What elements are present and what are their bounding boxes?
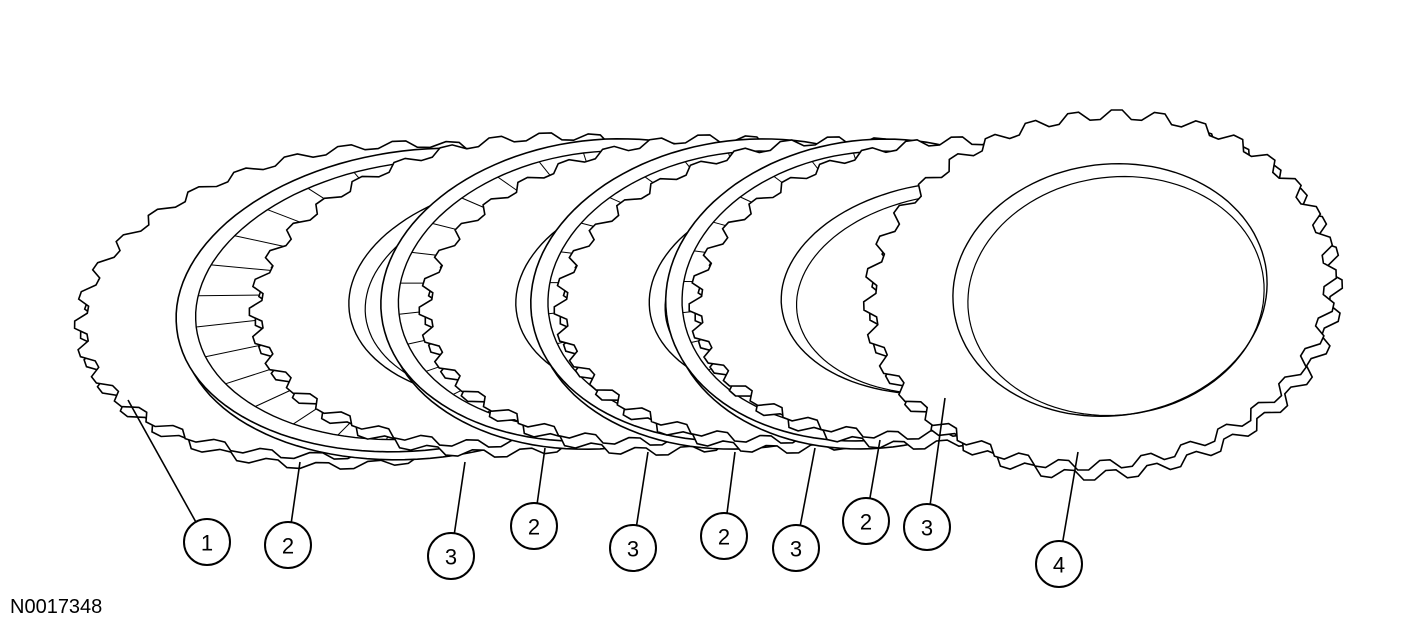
callout-9: 3 — [903, 503, 951, 551]
callout-circle — [903, 503, 951, 551]
callout-5: 3 — [609, 524, 657, 572]
callout-markers: 1 2 3 2 3 2 3 2 3 4 — [183, 497, 1083, 588]
callout-leader-5 — [635, 451, 649, 526]
callout-number: 4 — [1053, 553, 1065, 578]
callout-circle — [264, 521, 312, 569]
callout-6: 2 — [700, 512, 748, 560]
callout-number: 3 — [921, 516, 933, 541]
callout-1: 1 — [183, 518, 231, 566]
callout-leader-7 — [799, 447, 816, 526]
callout-7: 3 — [772, 524, 820, 572]
callout-10: 4 — [1035, 540, 1083, 588]
callout-number: 3 — [445, 545, 457, 570]
callout-number: 3 — [790, 537, 802, 562]
callout-leader-1 — [127, 399, 197, 523]
callout-number: 2 — [528, 515, 540, 540]
plate-4-pressure-plate — [862, 109, 1344, 481]
callout-circle — [609, 524, 657, 572]
callout-leader-2 — [290, 461, 301, 523]
callout-number: 2 — [718, 525, 730, 550]
clutch-plates — [73, 109, 1344, 481]
callout-circle — [1035, 540, 1083, 588]
callout-leader-10 — [1062, 451, 1079, 542]
callout-number: 2 — [860, 510, 872, 535]
callout-circle — [183, 518, 231, 566]
callout-leader-3 — [453, 461, 466, 534]
callout-circle — [700, 512, 748, 560]
callout-leader-6 — [726, 451, 736, 514]
callout-number: 3 — [627, 537, 639, 562]
callout-3: 3 — [427, 532, 475, 580]
callout-8: 2 — [842, 497, 890, 545]
callout-circle — [510, 502, 558, 550]
figure-id-label: N0017348 — [10, 596, 103, 618]
callout-2: 2 — [264, 521, 312, 569]
callout-number: 1 — [201, 531, 213, 556]
callout-4: 2 — [510, 502, 558, 550]
callout-circle — [427, 532, 475, 580]
callout-leaders — [127, 397, 1079, 542]
callout-leader-9 — [929, 397, 946, 505]
callout-number: 2 — [282, 534, 294, 559]
callout-leader-8 — [869, 439, 881, 499]
callout-circle — [842, 497, 890, 545]
callout-circle — [772, 524, 820, 572]
callout-leader-4 — [536, 447, 546, 504]
